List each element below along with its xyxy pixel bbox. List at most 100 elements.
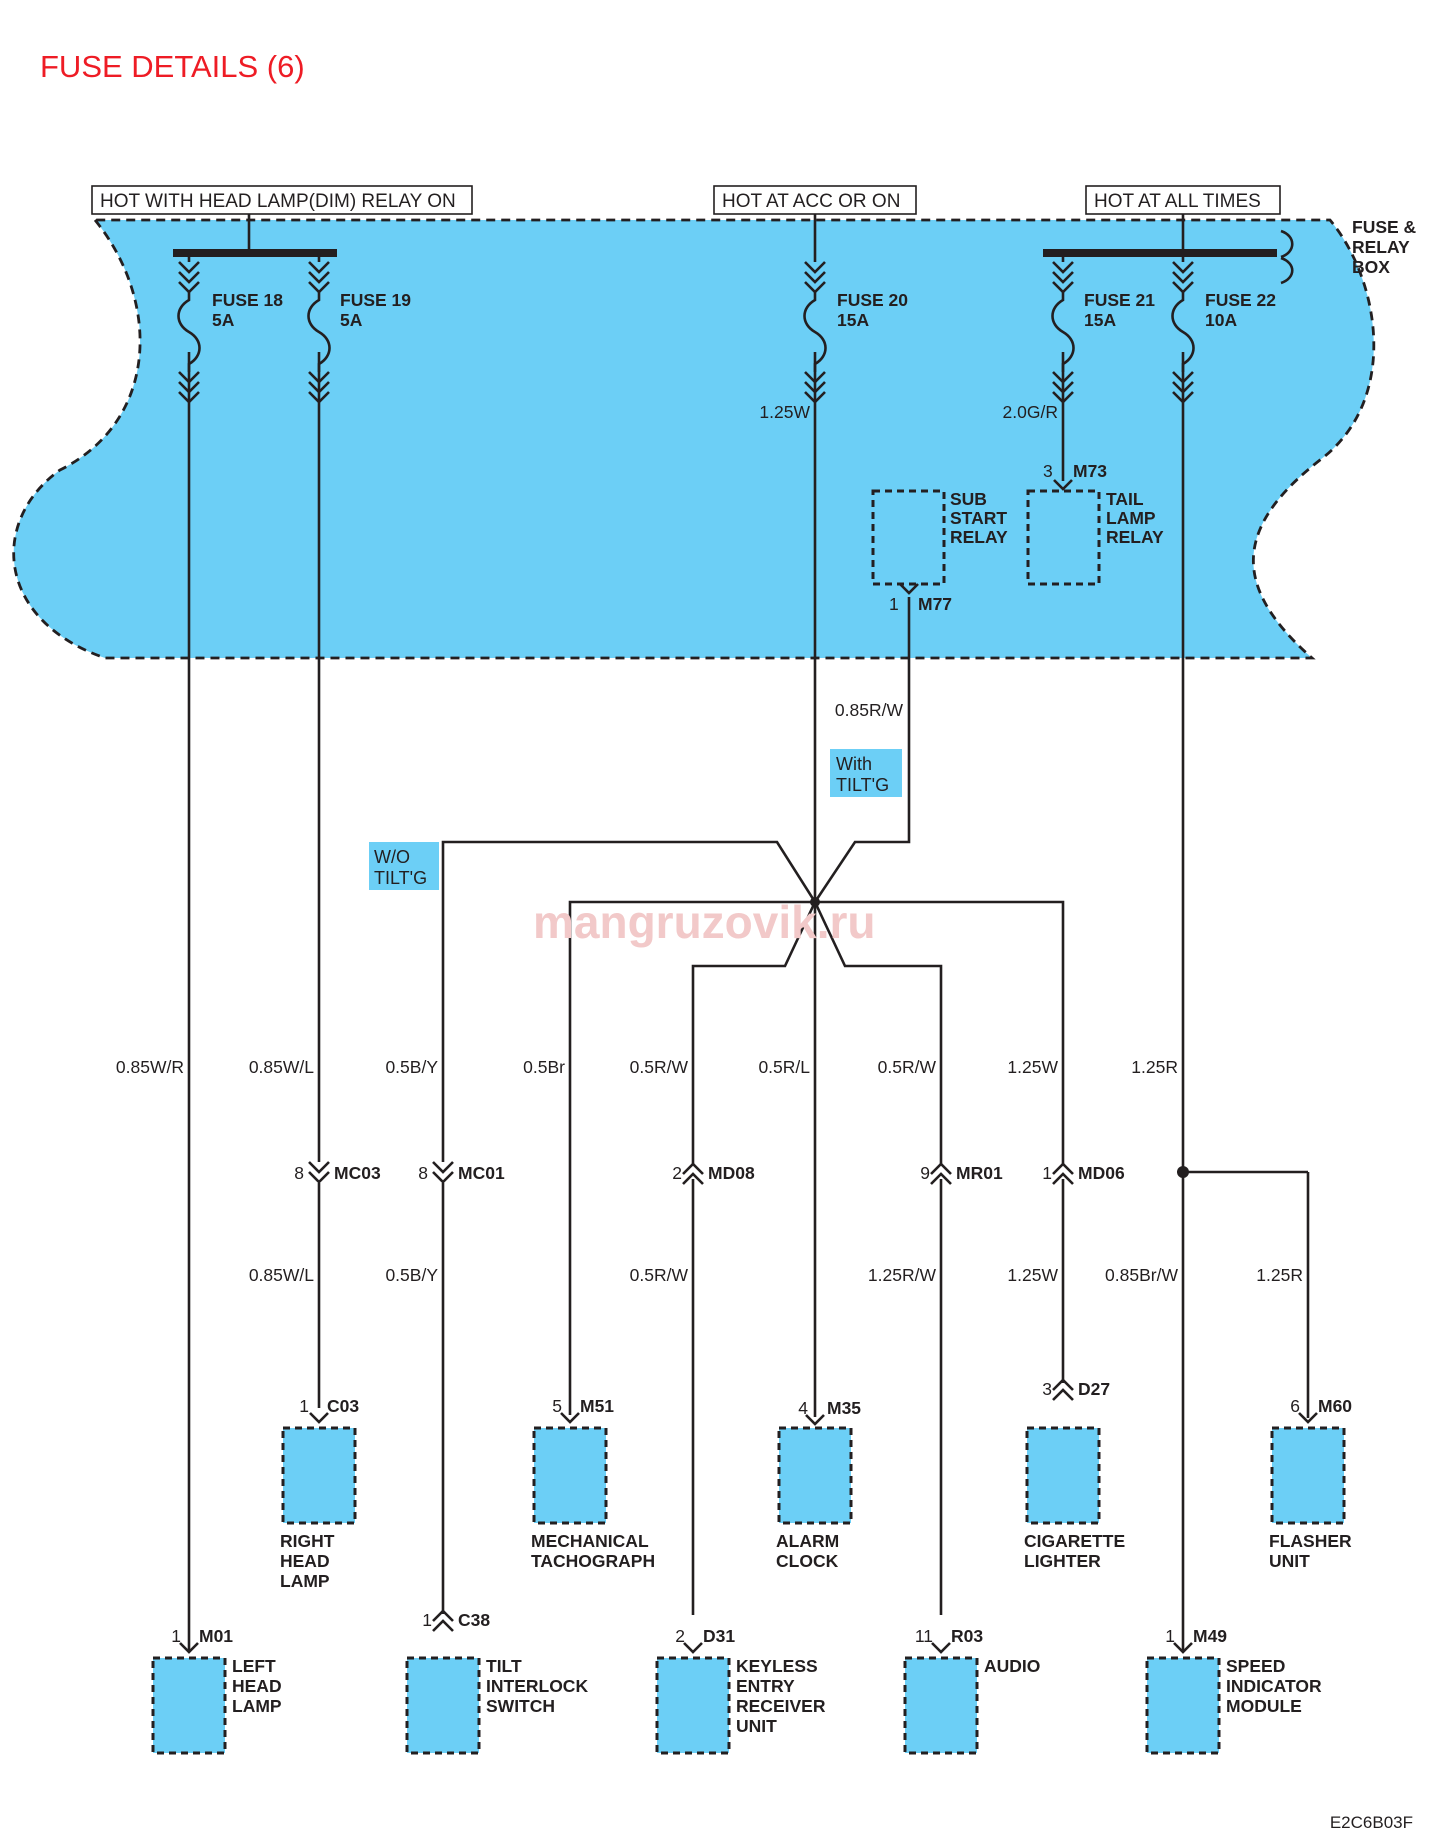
wire-label-audio-lower: 1.25R/W — [868, 1265, 937, 1285]
option-wo-tilt-line-2: TILT'G — [374, 868, 427, 888]
wire-label-sub-start: 0.85R/W — [835, 700, 904, 720]
fuse-21-rating: 15A — [1084, 310, 1116, 330]
fuse-22-name: FUSE 22 — [1205, 290, 1276, 310]
fuse-21-symbol — [1051, 253, 1075, 404]
fuse-22-symbol — [1171, 253, 1195, 404]
splice-fuse22 — [1177, 1166, 1189, 1178]
wire-label-fuse21: 2.0G/R — [1003, 402, 1058, 422]
audio-pin: 11 — [915, 1626, 933, 1646]
fuse-22-rating: 10A — [1205, 310, 1237, 330]
speed-indicator-connector: M49 — [1193, 1626, 1227, 1646]
tail-lamp-relay-pin: 3 — [1043, 461, 1053, 481]
header-hot-at-acc: HOT AT ACC OR ON — [722, 191, 900, 212]
fuse-18-rating: 5A — [212, 310, 235, 330]
box-label-line-1: FUSE & — [1352, 217, 1417, 237]
wire-label-keyless-lower: 0.5R/W — [630, 1265, 689, 1285]
alarm-clock-line-2: CLOCK — [776, 1551, 839, 1571]
connector-md06-pin: 1 — [1042, 1163, 1052, 1183]
image-code: E2C6B03F — [1330, 1813, 1413, 1832]
tail-lamp-relay-connector: M73 — [1073, 461, 1107, 481]
connector-mr01-pin: 9 — [920, 1163, 930, 1183]
splice-acc — [810, 897, 820, 907]
left-head-lamp-line-1: LEFT — [232, 1656, 276, 1676]
header-dim-relay-on: HOT WITH HEAD LAMP(DIM) RELAY ON — [100, 191, 456, 212]
keyless-entry-line-3: RECEIVER — [736, 1696, 826, 1716]
connector-mc01-name: MC01 — [458, 1163, 505, 1183]
keyless-entry-receiver-unit — [655, 1641, 731, 1755]
wire-label-fuse22: 1.25R — [1131, 1057, 1178, 1077]
alarm-clock-connector: M35 — [827, 1398, 861, 1418]
bus-bar-end-hook — [1280, 229, 1294, 285]
tilt-switch-line-3: SWITCH — [486, 1696, 555, 1716]
audio-unit — [903, 1641, 979, 1755]
connector-mc03-name: MC03 — [334, 1163, 381, 1183]
alarm-clock-pin: 4 — [798, 1398, 808, 1418]
header-hot-at-all-times: HOT AT ALL TIMES — [1094, 191, 1261, 212]
cigarette-lighter-line-1: CIGARETTE — [1024, 1531, 1125, 1551]
box-label-line-3: BOX — [1352, 257, 1390, 277]
header-dim-box — [91, 185, 473, 215]
speed-indicator-line-3: MODULE — [1226, 1696, 1302, 1716]
connector-mc01-pin: 8 — [418, 1163, 428, 1183]
speed-indicator-line-1: SPEED — [1226, 1656, 1285, 1676]
connector-mc01-symbol — [431, 1160, 455, 1184]
wire-label-audio-upper: 0.5R/W — [878, 1057, 937, 1077]
fuse-20-name: FUSE 20 — [837, 290, 908, 310]
speed-indicator-line-2: INDICATOR — [1226, 1676, 1322, 1696]
wire-label-cig-lower: 1.25W — [1007, 1265, 1058, 1285]
cigarette-lighter-line-2: LIGHTER — [1024, 1551, 1101, 1571]
wire-label-cig-upper: 1.25W — [1007, 1057, 1058, 1077]
tilt-switch-line-2: INTERLOCK — [486, 1676, 588, 1696]
wire-label-keyless-upper: 0.5R/W — [630, 1057, 689, 1077]
tail-lamp-relay — [1026, 489, 1101, 586]
watermark: mangruzovik.ru — [533, 896, 876, 948]
keyless-entry-connector: D31 — [703, 1626, 735, 1646]
tail-lamp-relay-line-1: TAIL — [1106, 489, 1144, 509]
wire-label-right-head-lower: 0.85W/L — [249, 1265, 314, 1285]
left-head-lamp-line-3: LAMP — [232, 1696, 282, 1716]
wire-label-tilt-upper: 0.5B/Y — [385, 1057, 438, 1077]
wire-label-flasher: 1.25R — [1256, 1265, 1303, 1285]
wire-label-tilt-lower: 0.5B/Y — [385, 1265, 438, 1285]
fuse-20-rating: 15A — [837, 310, 869, 330]
left-head-lamp-connector: M01 — [199, 1626, 233, 1646]
right-head-lamp — [281, 1411, 357, 1525]
wire-wo-tilt — [441, 840, 817, 1162]
sub-start-relay-line-3: RELAY — [950, 527, 1008, 547]
sub-start-relay — [871, 489, 946, 586]
connector-md06-name: MD06 — [1078, 1163, 1125, 1183]
fuse-18-symbol — [177, 253, 201, 404]
fuse-relay-box-area — [12, 218, 1376, 660]
connector-c38-name: C38 — [458, 1610, 490, 1630]
fuse-19-name: FUSE 19 — [340, 290, 411, 310]
connector-mc03-pin: 8 — [294, 1163, 304, 1183]
header-acc-box — [713, 185, 917, 215]
right-head-lamp-line-3: LAMP — [280, 1571, 330, 1591]
left-head-lamp — [151, 1641, 227, 1755]
connector-mr01-name: MR01 — [956, 1163, 1003, 1183]
audio-connector: R03 — [951, 1626, 983, 1646]
sub-start-relay-line-2: START — [950, 508, 1007, 528]
right-head-lamp-line-2: HEAD — [280, 1551, 330, 1571]
option-with-tilt-tag — [830, 749, 902, 797]
box-label-line-2: RELAY — [1352, 237, 1410, 257]
flasher-unit — [1270, 1411, 1346, 1525]
page-title: FUSE DETAILS (6) — [40, 49, 305, 84]
fuse-18-name: FUSE 18 — [212, 290, 283, 310]
right-head-lamp-pin: 1 — [299, 1396, 309, 1416]
fuse-21-name: FUSE 21 — [1084, 290, 1155, 310]
sub-start-relay-line-1: SUB — [950, 489, 987, 509]
alarm-clock — [777, 1413, 853, 1525]
option-with-tilt-line-2: TILT'G — [836, 775, 889, 795]
mechanical-tachograph — [532, 1411, 608, 1525]
flasher-unit-connector: M60 — [1318, 1396, 1352, 1416]
tilt-interlock-switch — [405, 1656, 481, 1755]
tilt-switch-line-1: TILT — [486, 1656, 522, 1676]
connector-c38-pin: 1 — [422, 1610, 432, 1630]
connector-mc03-symbol — [307, 1160, 331, 1184]
connector-d27-name: D27 — [1078, 1379, 1110, 1399]
option-wo-tilt-tag — [369, 842, 439, 890]
tachograph-connector: M51 — [580, 1396, 614, 1416]
flasher-unit-pin: 6 — [1290, 1396, 1300, 1416]
